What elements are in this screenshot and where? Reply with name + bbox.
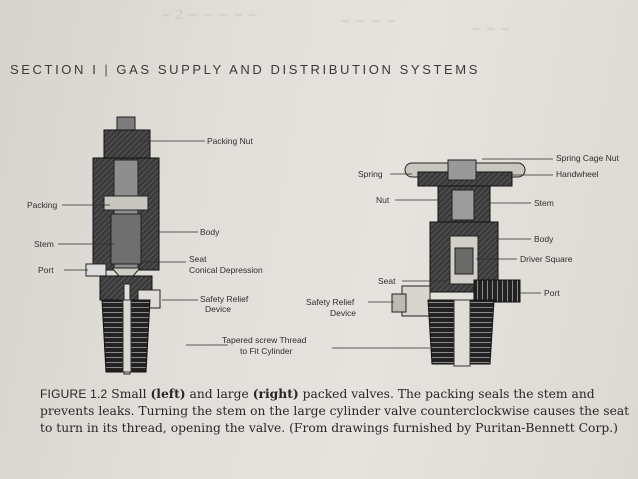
caption-right: (right) — [252, 386, 299, 401]
label-stem-large: Stem — [534, 198, 554, 208]
caption-text-2: and large — [185, 387, 253, 401]
section-number: SECTION I — [10, 62, 99, 77]
caption-text-1: Small — [107, 387, 151, 401]
label-driver-square: Driver Square — [520, 254, 573, 264]
label-port-large: Port — [544, 288, 560, 298]
label-thread-1: Tapered screw Thread — [222, 335, 307, 345]
label-packing-nut: Packing Nut — [207, 136, 253, 146]
label-safety-relief-small-2: Device — [205, 304, 231, 314]
label-spring-cage-nut: Spring Cage Nut — [556, 153, 619, 163]
label-safety-relief-large-1: Safety Relief — [306, 297, 355, 307]
label-safety-relief-small-1: Safety Relief — [200, 294, 249, 304]
label-spring: Spring — [358, 169, 383, 179]
header-separator: | — [104, 62, 111, 77]
show-through-handwriting: ~ 2 ~ ~ ~ ~ ~ ~ ~ ~ ~ ~ ~ ~ — [160, 8, 511, 37]
large-valve-leaders — [332, 158, 553, 349]
figure-number: FIGURE 1.2 — [40, 387, 108, 401]
label-thread-2: to Fit Cylinder — [240, 346, 293, 356]
large-valve-drawing — [391, 159, 526, 367]
label-handwheel: Handwheel — [556, 169, 599, 179]
label-seat-small: Seat — [189, 254, 207, 264]
label-safety-relief-large-2: Device — [330, 308, 356, 318]
section-title: GAS SUPPLY AND DISTRIBUTION SYSTEMS — [116, 62, 480, 77]
label-stem-small: Stem — [34, 239, 54, 249]
label-body-small: Body — [200, 227, 220, 237]
section-header: SECTION I | GAS SUPPLY AND DISTRIBUTION SY… — [10, 62, 480, 77]
label-conical-depression: Conical Depression — [189, 265, 263, 275]
small-valve-leaders — [58, 140, 228, 346]
caption-left: (left) — [150, 386, 186, 401]
label-port-small: Port — [38, 265, 54, 275]
caption-text-3: packed valves. The packing seals the ste… — [40, 387, 630, 435]
label-body-large: Body — [534, 234, 554, 244]
small-valve-drawing — [85, 116, 161, 375]
label-nut: Nut — [376, 195, 390, 205]
label-seat-large: Seat — [378, 276, 396, 286]
figure-caption: FIGURE 1.2 Small (left) and large (right… — [40, 385, 630, 437]
label-packing: Packing — [27, 200, 58, 210]
